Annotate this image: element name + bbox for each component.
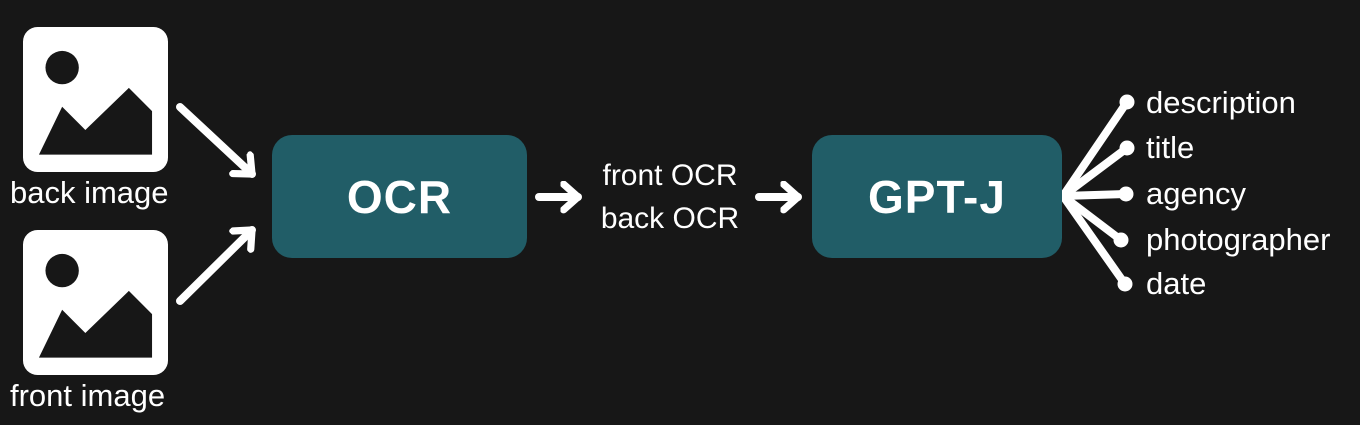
output-dot-photographer — [1113, 232, 1129, 248]
output-label-title: title — [1146, 130, 1195, 165]
arrow-front-image-to-ocr — [176, 226, 256, 305]
fan-line-agency — [1059, 190, 1130, 200]
output-dot-agency — [1118, 186, 1134, 202]
back-image-label: back image — [10, 175, 169, 210]
front-image-label: front image — [10, 378, 166, 413]
output-dot-title — [1119, 140, 1135, 156]
arrow-back-image-to-ocr — [176, 103, 256, 178]
output-dot-description — [1119, 94, 1135, 110]
intermediate-line-back: back OCR — [600, 202, 740, 235]
fan-line-description — [1059, 98, 1131, 200]
output-label-description: description — [1146, 85, 1296, 120]
front-image-icon — [23, 230, 168, 375]
intermediate-line-front: front OCR — [602, 159, 738, 192]
fan-line-date — [1059, 192, 1129, 288]
intermediate-text: front OCR back OCR — [601, 154, 739, 240]
output-label-photographer: photographer — [1146, 222, 1331, 257]
output-label-date: date — [1146, 266, 1207, 301]
ocr-node-label: OCR — [346, 170, 453, 223]
output-label-agency: agency — [1146, 176, 1246, 211]
back-image-icon — [23, 27, 168, 172]
output-dot-date — [1117, 276, 1133, 292]
gptj-node: GPT-J — [812, 135, 1062, 258]
fan-line-title — [1059, 144, 1131, 200]
gptj-node-label: GPT-J — [868, 170, 1006, 223]
ocr-node: OCR — [272, 135, 527, 258]
